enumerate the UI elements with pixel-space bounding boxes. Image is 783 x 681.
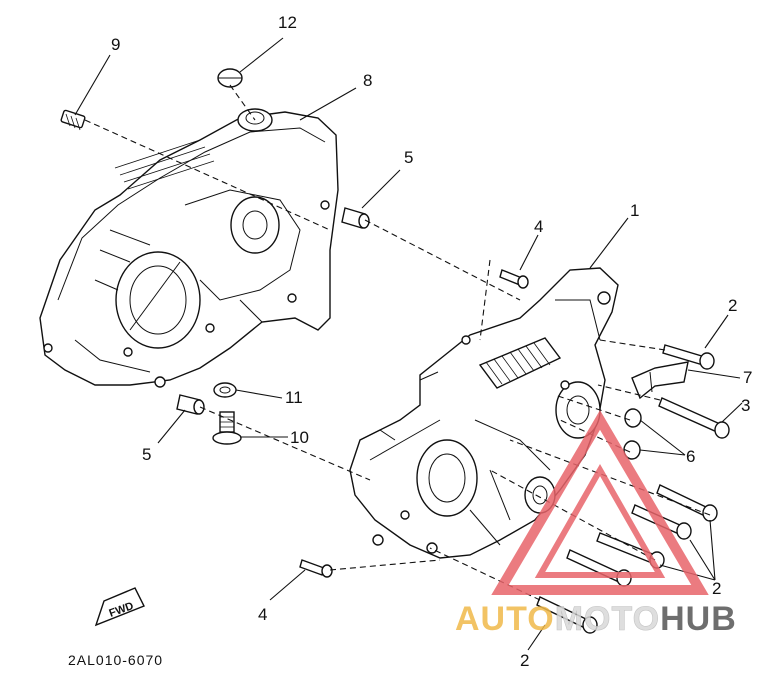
watermark-text-moto: MOTO — [555, 600, 660, 638]
washer-11 — [213, 382, 237, 398]
screw-4-top — [499, 269, 529, 289]
fwd-arrow: FWD — [94, 587, 145, 627]
label-1: 1 — [630, 201, 639, 220]
label-4-bottom: 4 — [258, 605, 267, 624]
dowel-6-a — [624, 408, 642, 428]
label-2-right: 2 — [728, 296, 737, 315]
bolt-2-bottom — [536, 596, 598, 634]
watermark-triangle-icon — [491, 410, 709, 595]
plug-12 — [217, 68, 243, 88]
label-7: 7 — [743, 368, 752, 387]
label-2-lower: 2 — [712, 579, 721, 598]
label-10: 10 — [290, 428, 309, 447]
diagram-code: 2AL010-6070 — [68, 652, 163, 668]
label-4-top: 4 — [534, 217, 543, 236]
leader-lines — [74, 37, 743, 651]
crankcase-left — [39, 108, 339, 388]
label-11: 11 — [285, 388, 303, 407]
bolt-3 — [658, 397, 730, 439]
label-3: 3 — [741, 396, 750, 415]
screw-4-bottom — [299, 559, 333, 578]
label-6: 6 — [686, 447, 695, 466]
drain-plug-10 — [212, 411, 242, 445]
label-9: 9 — [111, 35, 120, 54]
watermark-text-auto: AUTO — [455, 600, 555, 638]
bolt-9 — [60, 109, 86, 131]
label-5-bottom: 5 — [142, 445, 151, 464]
watermark: AUTOMOTOHUB — [455, 410, 737, 638]
label-12: 12 — [278, 13, 297, 32]
label-2-bottom: 2 — [520, 651, 529, 670]
bracket-7 — [631, 361, 689, 400]
label-5-top: 5 — [404, 148, 413, 167]
svg-text:AUTOMOTOHUB: AUTOMOTOHUB — [455, 600, 737, 638]
watermark-text-hub: HUB — [660, 600, 737, 638]
callout-labels: 12 9 8 5 4 1 2 7 3 6 11 10 5 2 4 2 — [111, 13, 752, 670]
dowel-5-top — [341, 207, 370, 229]
label-8: 8 — [363, 71, 372, 90]
dowel-5-bottom — [176, 394, 205, 415]
